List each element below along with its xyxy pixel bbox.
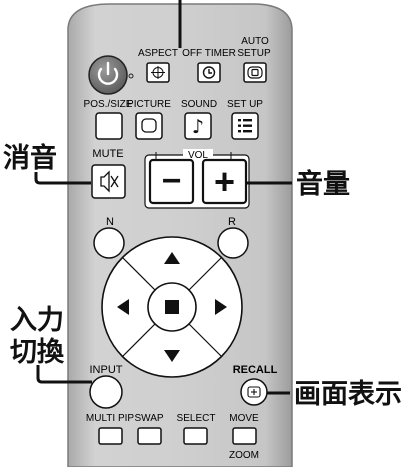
volume-up-button[interactable]: + bbox=[201, 158, 248, 205]
aspect-button[interactable] bbox=[146, 62, 170, 83]
auto-setup-icon bbox=[247, 66, 263, 79]
set-up-label: SET UP bbox=[227, 99, 263, 110]
power-button[interactable] bbox=[88, 55, 128, 95]
off-timer-button[interactable] bbox=[197, 62, 221, 83]
select-button[interactable] bbox=[183, 427, 208, 445]
direction-left-button[interactable] bbox=[117, 299, 129, 315]
set-up-button[interactable] bbox=[231, 112, 259, 140]
n-button[interactable] bbox=[93, 227, 125, 259]
callout-input-line2: 切換 bbox=[10, 337, 65, 368]
sound-button[interactable]: ♪ bbox=[184, 112, 212, 140]
r-button[interactable] bbox=[217, 227, 249, 259]
sound-label: SOUND bbox=[181, 99, 217, 110]
swap-button[interactable] bbox=[137, 427, 162, 445]
menu-icon bbox=[238, 119, 252, 133]
zoom-label: ZOOM bbox=[229, 450, 259, 461]
volume-label: VOL bbox=[188, 150, 208, 161]
callout-volume: 音量 bbox=[296, 168, 350, 200]
volume-down-button[interactable]: − bbox=[148, 158, 195, 205]
picture-button[interactable] bbox=[135, 112, 163, 140]
picture-label: PICTURE bbox=[127, 99, 171, 110]
callout-input-line bbox=[36, 365, 92, 384]
auto-setup-label-line2: SETUP bbox=[237, 48, 271, 59]
mute-label: MUTE bbox=[92, 148, 123, 160]
move-label: MOVE bbox=[229, 413, 259, 424]
n-label: N bbox=[106, 216, 114, 228]
speaker-mute-icon bbox=[100, 170, 119, 193]
picture-icon bbox=[141, 118, 157, 133]
multi-pip-label: MULTI PIP bbox=[86, 413, 134, 424]
volume-label-backdrop bbox=[183, 149, 213, 161]
auto-setup-label-line1: AUTO bbox=[241, 36, 269, 47]
r-label: R bbox=[228, 216, 236, 228]
input-button[interactable] bbox=[89, 375, 123, 409]
music-note-icon: ♪ bbox=[192, 116, 204, 138]
square-icon bbox=[165, 300, 179, 314]
direction-right-button[interactable] bbox=[215, 299, 227, 315]
swap-label: SWAP bbox=[134, 413, 163, 424]
pos-size-label: POS./SIZE bbox=[84, 99, 133, 110]
power-indicator bbox=[128, 73, 134, 79]
move-button[interactable] bbox=[232, 427, 257, 445]
direction-up-button[interactable] bbox=[164, 252, 180, 264]
enter-button[interactable] bbox=[147, 282, 197, 332]
arrow-down-icon bbox=[164, 350, 180, 362]
power-icon bbox=[97, 61, 119, 85]
callout-mute-line bbox=[34, 172, 91, 185]
pos-size-button[interactable] bbox=[95, 112, 123, 140]
arrow-up-icon bbox=[164, 252, 180, 264]
recall-label: RECALL bbox=[233, 364, 278, 376]
auto-setup-button[interactable] bbox=[243, 62, 267, 83]
direction-down-button[interactable] bbox=[164, 350, 180, 362]
arrow-left-icon bbox=[117, 299, 129, 315]
select-label: SELECT bbox=[177, 413, 216, 424]
off-timer-label: OFF TIMER bbox=[182, 48, 236, 59]
aspect-icon bbox=[151, 66, 165, 79]
multi-pip-button[interactable] bbox=[98, 427, 123, 445]
callout-display: 画面表示 bbox=[294, 379, 402, 410]
arrow-right-icon bbox=[215, 299, 227, 315]
clock-icon bbox=[202, 66, 216, 79]
recall-button[interactable] bbox=[240, 378, 268, 406]
minus-icon: − bbox=[162, 162, 182, 200]
plus-icon: + bbox=[214, 161, 235, 202]
recall-icon bbox=[247, 386, 261, 398]
aspect-label: ASPECT bbox=[138, 48, 178, 59]
callout-mute: 消音 bbox=[3, 142, 57, 174]
callout-input-line1: 入力 bbox=[10, 305, 64, 336]
input-label: INPUT bbox=[90, 364, 123, 376]
mute-button[interactable] bbox=[91, 164, 126, 199]
